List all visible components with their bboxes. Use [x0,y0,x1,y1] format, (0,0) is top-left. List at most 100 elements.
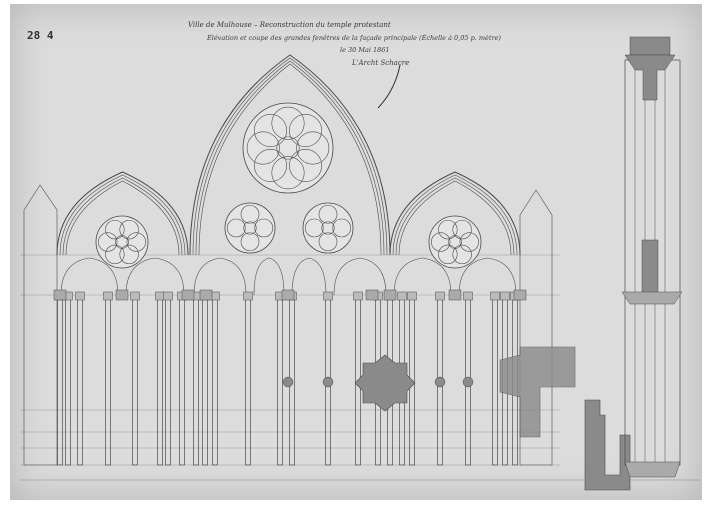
center-right-quatrefoil-lobe [332,218,352,238]
pier-capital [448,289,462,301]
center-rose-window-lobe [271,156,305,190]
window-mullion-capital [397,291,407,301]
left-rose-window-lobe [98,232,118,252]
window-mullion [277,297,283,466]
mullion-section [354,354,416,412]
center-rose-window-lobe [289,149,323,183]
window-mullion [212,297,218,466]
subtitle-line: Élévation et coupe des grandes fenêtres … [207,34,501,42]
center-window-arch [192,57,388,256]
window-mullion-capital [353,291,363,301]
left-rose-window-lobe [119,219,139,240]
right-rose-window-lobe [438,244,458,265]
sub-arch [125,257,185,296]
left-window-arch [56,171,189,256]
window-mullion [157,297,163,466]
shaft-section [434,376,446,388]
center-window-arch [195,60,385,256]
window-mullion [57,297,63,466]
pier-capital [115,289,129,301]
sub-arch [193,257,247,296]
right-rose-window-lobe [452,244,472,265]
window-mullion-capital [103,291,113,301]
left-window-arch [59,174,186,256]
left-window-arch [62,177,183,256]
window-mullion-capital [163,291,173,301]
center-rose-window-lobe [271,106,305,140]
sub-arch [333,257,387,296]
window-mullion-capital [500,291,510,301]
window-mullion [132,297,138,466]
center-rose-window-lobe [289,113,323,147]
signature: L'Archt Schacre [352,59,410,67]
window-mullion-capital [463,291,473,301]
right-window-arch [395,177,515,256]
center-rose-window-lobe [246,131,280,165]
window-mullion [65,297,71,466]
shaft-section [282,376,294,388]
center-right-quatrefoil-lobe [318,232,338,252]
left-rose-window-center [115,235,129,249]
right-rose-window-center [448,235,462,249]
sub-arch [291,257,327,296]
left-rose-window-lobe [119,244,139,265]
center-window-arch [198,63,382,256]
pier-capital [199,289,213,301]
center-rose-window-lobe [253,149,287,183]
right-window-arch [392,174,518,256]
pier-capital [181,289,195,301]
center-rose-window [242,102,334,194]
window-mullion-capital [323,291,333,301]
shaft-section [322,376,334,388]
center-right-quatrefoil-lobe [318,204,338,224]
left-buttress [23,184,58,466]
window-mullion [202,297,208,466]
right-rose-window-lobe [459,232,479,252]
right-rose-window-lobe [431,232,451,252]
column-band [621,291,683,305]
window-mullion [77,297,83,466]
pier-capital [281,289,295,301]
right-rose-window [428,215,482,269]
left-window-arch [65,180,180,256]
window-mullion-capital [75,291,85,301]
window-mullion-capital [243,291,253,301]
signature-flourish [377,64,401,109]
jamb-section [499,346,576,438]
center-left-quatrefoil [224,202,276,254]
left-rose-window-lobe [126,232,146,252]
right-window-arch [398,180,512,256]
pier-capital [365,289,379,301]
archive-stamp: 28 4 [27,29,54,42]
date-line: le 30 Mai 1861 [340,46,390,54]
shaft-section [462,376,474,388]
center-left-quatrefoil-lobe [254,218,274,238]
window-mullion [492,297,498,466]
column-base [624,461,681,478]
window-mullion [193,297,199,466]
sub-arch [393,257,452,296]
sub-arch [458,257,517,296]
pier-capital [513,289,527,301]
window-mullion-capital [490,291,500,301]
window-mullion-capital [130,291,140,301]
column-capital [624,54,676,101]
sill-section [584,399,631,491]
window-mullion-capital [155,291,165,301]
center-rose-window-lobe [296,131,330,165]
center-left-quatrefoil-lobe [226,218,246,238]
center-left-quatrefoil-center [243,221,257,235]
pier-capital [383,289,397,301]
left-rose-window-lobe [105,219,125,240]
pier-capital [53,289,67,301]
title-line: Ville de Mulhouse – Reconstruction du te… [188,21,391,29]
center-left-quatrefoil-lobe [240,204,260,224]
sub-arch [60,257,119,296]
center-right-quatrefoil-lobe [304,218,324,238]
right-rose-window-lobe [438,219,458,240]
column-top-block [629,36,671,56]
center-left-quatrefoil-lobe [240,232,260,252]
center-rose-window-lobe [253,113,287,147]
left-rose-window [95,215,149,269]
